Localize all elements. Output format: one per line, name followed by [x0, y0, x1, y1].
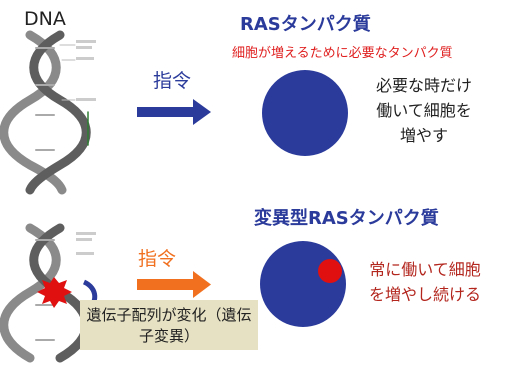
- ras-protein-title: RASタンパク質: [240, 14, 371, 35]
- mutant-ras-description: 常に働いて細胞を増やし続ける: [368, 260, 481, 304]
- dna-helix-top: [0, 30, 96, 195]
- dna-label: DNA: [24, 8, 66, 30]
- mutation-site-dot: [318, 259, 342, 283]
- mutant-ras-title: 変異型RASタンパク質: [254, 208, 439, 229]
- ras-protein-circle: [262, 70, 348, 156]
- ras-protein-subtitle: 細胞が増えるために必要なタンパク質: [232, 46, 453, 61]
- arrow-top: [137, 99, 211, 125]
- mutant-ras-protein-circle: [260, 241, 346, 327]
- mutation-burst-icon: [37, 277, 72, 308]
- arrow-bottom: [137, 271, 211, 298]
- command-label-top: 指令: [153, 70, 192, 92]
- command-label-bottom: 指令: [138, 248, 177, 270]
- mutation-note-box: 遺伝子配列が変化（遺伝子変異）: [80, 300, 258, 350]
- ras-protein-description: 必要な時だけ働いて細胞を増やす: [375, 76, 472, 145]
